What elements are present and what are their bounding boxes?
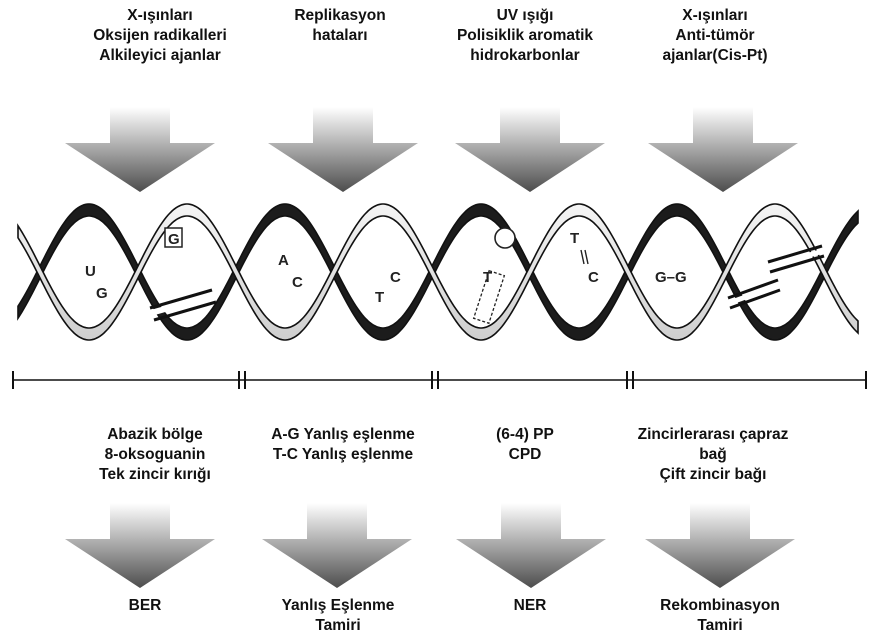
down-arrow-icon <box>65 107 215 192</box>
lesion-label: Tek zincir kırığı <box>50 465 260 485</box>
damage-agents-col1: X-ışınları Oksijen radikalleri Alkileyic… <box>55 6 265 66</box>
lesion-label: CPD <box>420 445 630 465</box>
repair-pathway-col3: NER <box>425 596 635 616</box>
base-label-u: U <box>85 263 96 280</box>
lesion-types-col4: Zincirlerarası çapraz bağ Çift zincir ba… <box>608 425 818 485</box>
repair-label: Rekombinasyon <box>615 596 825 616</box>
repair-pathway-col1: BER <box>40 596 250 616</box>
base-label-t-upper: T <box>570 230 579 247</box>
lesion-label: Zincirlerarası çapraz <box>608 425 818 445</box>
base-label-c-lower: C <box>588 269 599 286</box>
lesion-label: Abazik bölge <box>50 425 260 445</box>
helix-strand <box>18 204 858 340</box>
agent-label: hidrokarbonlar <box>420 46 630 66</box>
segment-axis <box>0 360 870 400</box>
lesion-types-col1: Abazik bölge 8-oksoguanin Tek zincir kır… <box>50 425 260 485</box>
agent-label: hataları <box>235 26 445 46</box>
down-arrow-icon <box>262 503 412 588</box>
lesion-label: T-C Yanlış eşlenme <box>238 445 448 465</box>
repair-pathway-col4: Rekombinasyon Tamiri <box>615 596 825 636</box>
lesion-label: bağ <box>608 445 818 465</box>
down-arrow-icon <box>268 107 418 192</box>
down-arrow-icon <box>645 503 795 588</box>
repair-label: Tamiri <box>233 616 443 636</box>
repair-label: Tamiri <box>615 616 825 636</box>
base-label-g: G <box>96 285 108 302</box>
lesion-label: (6-4) PP <box>420 425 630 445</box>
damage-agents-col2: Replikasyon hataları <box>235 6 445 46</box>
helix-strands <box>18 204 858 340</box>
abasic-site-circle <box>495 228 515 248</box>
agent-label: Polisiklik aromatik <box>420 26 630 46</box>
lesion-label: A-G Yanlış eşlenme <box>238 425 448 445</box>
repair-pathway-col2: Yanlış Eşlenme Tamiri <box>233 596 443 636</box>
lesion-label: 8-oksoguanin <box>50 445 260 465</box>
agent-label: Anti-tümör <box>610 26 820 46</box>
lesion-types-col3: (6-4) PP CPD <box>420 425 630 465</box>
down-arrow-icon <box>65 503 215 588</box>
helix-strand <box>18 204 858 340</box>
down-arrow-icon <box>455 107 605 192</box>
down-arrow-icon <box>456 503 606 588</box>
agent-label: Replikasyon <box>235 6 445 26</box>
repair-label: BER <box>40 596 250 616</box>
damage-agents-col3: UV ışığı Polisiklik aromatik hidrokarbon… <box>420 6 630 66</box>
lesion-types-col2: A-G Yanlış eşlenme T-C Yanlış eşlenme <box>238 425 448 465</box>
agent-label: UV ışığı <box>420 6 630 26</box>
agent-label: X-ışınları <box>610 6 820 26</box>
repair-label: NER <box>425 596 635 616</box>
base-label-a: A <box>278 252 289 269</box>
damage-agents-col4: X-ışınları Anti-tümör ajanlar(Cis-Pt) <box>610 6 820 66</box>
base-label-gg: G–G <box>655 269 687 286</box>
agent-label: X-ışınları <box>55 6 265 26</box>
base-label-c: C <box>390 269 401 286</box>
dna-double-helix: U G G A C T C T T C G–G <box>0 190 870 355</box>
base-label-g-boxed: G <box>168 231 180 248</box>
agent-label: ajanlar(Cis-Pt) <box>610 46 820 66</box>
lesion-label: Çift zincir bağı <box>608 465 818 485</box>
agent-label: Alkileyici ajanlar <box>55 46 265 66</box>
down-arrow-icon <box>648 107 798 192</box>
repair-label: Yanlış Eşlenme <box>233 596 443 616</box>
agent-label: Oksijen radikalleri <box>55 26 265 46</box>
base-label-t: T <box>483 269 492 286</box>
base-label-t: T <box>375 289 384 306</box>
base-label-c: C <box>292 274 303 291</box>
mismatch-marker <box>581 250 588 264</box>
